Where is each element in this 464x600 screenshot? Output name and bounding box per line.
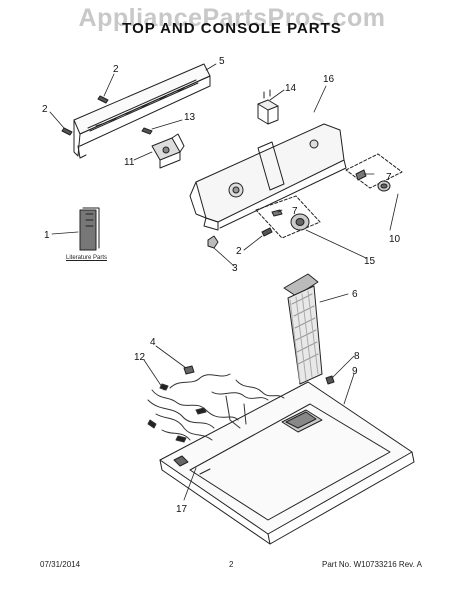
lint-screen-6 bbox=[283, 273, 323, 385]
callout-14: 14 bbox=[285, 83, 297, 94]
nut-4 bbox=[183, 365, 195, 375]
callout-11: 11 bbox=[124, 157, 135, 168]
literature-booklet-1 bbox=[79, 207, 100, 251]
screw-2a bbox=[97, 95, 109, 104]
callout-8: 8 bbox=[354, 351, 360, 362]
callout-numbers: 2 5 2 13 11 1 16 14 7 7 10 2 3 15 6 4 12… bbox=[42, 56, 401, 515]
screw-2c bbox=[261, 227, 273, 237]
callout-10: 10 bbox=[389, 234, 401, 245]
footer-date: 07/31/2014 bbox=[40, 560, 81, 569]
watermark: AppliancePartsPros.com bbox=[78, 4, 386, 32]
callout-9: 9 bbox=[352, 366, 358, 377]
callout-13: 13 bbox=[184, 112, 196, 123]
callout-2-top: 2 bbox=[113, 64, 119, 75]
timer-11 bbox=[151, 133, 185, 169]
footer-part-number: Part No. W10733216 Rev. A bbox=[322, 560, 422, 569]
literature-parts-caption: Literature Parts bbox=[66, 255, 108, 261]
callout-7-right: 7 bbox=[386, 172, 392, 183]
callout-5: 5 bbox=[219, 56, 225, 67]
leader-lines bbox=[49, 63, 399, 501]
wire-harness-12 bbox=[147, 373, 285, 443]
console-housing-16 bbox=[189, 123, 347, 231]
callout-12: 12 bbox=[134, 352, 146, 363]
callout-1: 1 bbox=[44, 230, 50, 241]
clip-3 bbox=[207, 235, 219, 249]
callout-7-front: 7 bbox=[292, 206, 298, 217]
callout-4: 4 bbox=[150, 337, 156, 348]
page-title: TOP AND CONSOLE PARTS bbox=[122, 20, 342, 37]
callout-15: 15 bbox=[364, 256, 376, 267]
screw-13 bbox=[141, 127, 153, 135]
screw-2b bbox=[61, 127, 73, 136]
callout-3: 3 bbox=[232, 263, 238, 274]
callout-16: 16 bbox=[323, 74, 335, 85]
switch-14 bbox=[257, 89, 279, 125]
dryer-top-9 bbox=[159, 381, 415, 545]
callout-2-left: 2 bbox=[42, 104, 48, 115]
callout-17: 17 bbox=[176, 504, 188, 515]
callout-2-front: 2 bbox=[236, 246, 242, 257]
callout-6: 6 bbox=[352, 289, 358, 300]
knob-assembly-10 bbox=[345, 153, 403, 192]
console-rear-panel bbox=[73, 63, 211, 159]
footer-page-number: 2 bbox=[229, 560, 234, 569]
